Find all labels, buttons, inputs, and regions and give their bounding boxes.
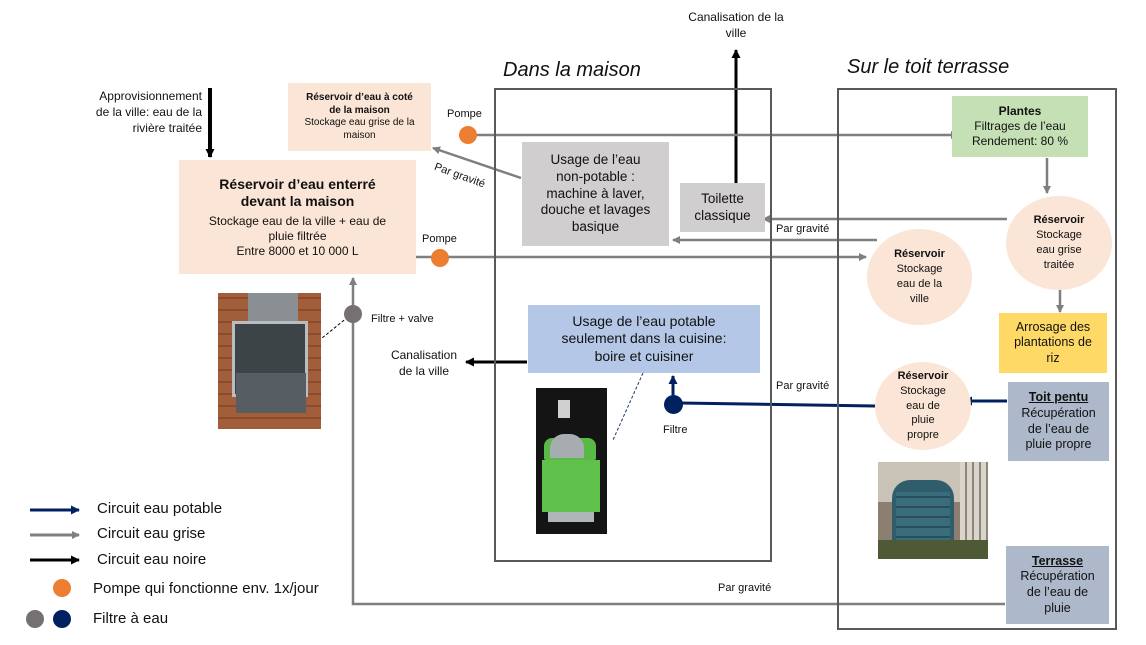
rainwater-filter-photo [218, 293, 321, 429]
legend-grey-label: Circuit eau grise [97, 525, 206, 542]
legend-filter-blue-dot [53, 610, 71, 628]
pump-label-1: Pompe [447, 108, 482, 120]
gravity-label-4: Par gravité [718, 582, 772, 594]
filter-valve-label: Filtre + valve [371, 313, 434, 325]
house-zone-title: Dans la maison [503, 59, 641, 81]
sewer-mid-label: Canalisation de la ville [390, 348, 458, 378]
gravity-label-2: Par gravité [776, 223, 830, 235]
gravity-label-3: Par gravité [776, 380, 830, 392]
legend-filter-grey-dot [26, 610, 44, 628]
plants-box: Plantes Filtrages de l’eau Rendement: 80… [952, 96, 1088, 157]
pump-dot-1 [459, 126, 477, 144]
kitchen-water-filter-photo [536, 388, 607, 534]
legend-filter-label: Filtre à eau [93, 610, 169, 627]
legend-pump-label: Pompe qui fonctionne env. 1x/jour [93, 580, 319, 597]
buried-tank-box: Réservoir d’eau enterré devant la maison… [179, 160, 416, 274]
pump-label-2: Pompe [422, 233, 457, 245]
terrace-box: Terrasse Récupération de l’eau de pluie [1006, 546, 1109, 624]
filter-valve-dot [344, 305, 362, 323]
side-tank-box: Réservoir d’eau à coté de la maison Stoc… [288, 83, 431, 151]
city-water-tank: Réservoir Stockage eau de la ville [867, 229, 972, 325]
legend-black-label: Circuit eau noire [97, 551, 207, 568]
potable-usage-box: Usage de l’eau potable seulement dans la… [528, 305, 760, 373]
nonpotable-usage-box: Usage de l’eau non-potable : machine à l… [522, 142, 669, 246]
filter-label: Filtre [663, 424, 688, 436]
legend-pump-dot [53, 579, 71, 597]
rain-water-tank: Réservoir Stockage eau de pluie propre [875, 362, 971, 450]
grey-water-tank: Réservoir Stockage eau grise traitée [1006, 196, 1112, 290]
roof-zone [837, 88, 1117, 630]
house-zone [494, 88, 772, 562]
toilet-box: Toilette classique [680, 183, 765, 232]
roof-zone-title: Sur le toit terrasse [847, 56, 1010, 78]
sloped-roof-box: Toit pentu Récupération de l’eau de plui… [1008, 382, 1109, 461]
city-supply-label: Approvisionnement de la ville: eau de la… [95, 89, 202, 136]
rain-tank-to-filter [679, 401, 876, 408]
rainwater-tank-photo [878, 462, 988, 559]
terrace-to-buried-tank [349, 277, 1005, 606]
irrigation-box: Arrosage des plantations de riz [999, 313, 1107, 373]
filter-dot [664, 395, 683, 414]
legend-potable-label: Circuit eau potable [97, 500, 223, 517]
pump-dot-2 [431, 249, 449, 267]
sewer-top-label: Canalisation de la ville [688, 10, 784, 40]
nonpotable-to-side-tank [432, 146, 522, 180]
